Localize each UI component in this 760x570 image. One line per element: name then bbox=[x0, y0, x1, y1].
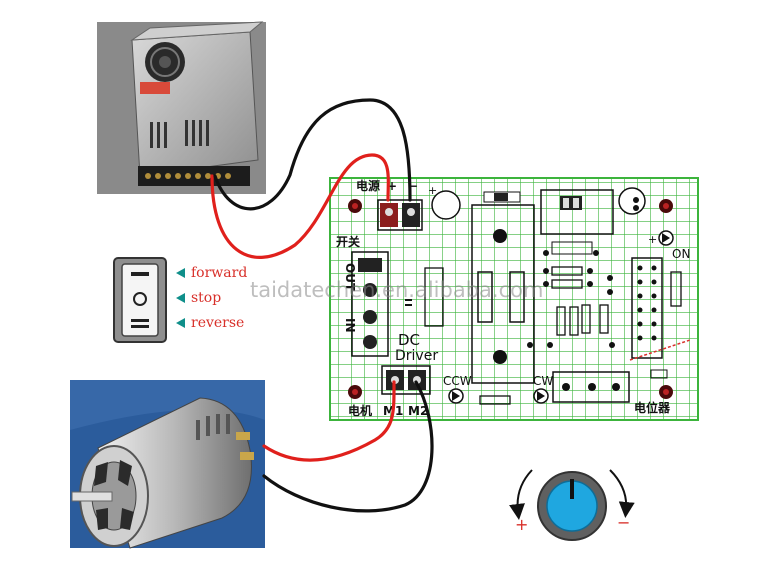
motor-shaft bbox=[71, 491, 113, 502]
led-icon bbox=[658, 230, 674, 246]
pot-label: 电位器 bbox=[634, 400, 671, 415]
arrow-left-icon bbox=[176, 318, 185, 328]
motor-label: 电机 bbox=[348, 403, 372, 418]
led-icon bbox=[533, 388, 549, 404]
led-icon bbox=[448, 388, 464, 404]
dc-motor bbox=[70, 380, 265, 549]
driver-label: Driver bbox=[395, 348, 438, 364]
arrow-left-icon bbox=[176, 293, 185, 303]
arrow-left-icon bbox=[176, 268, 185, 278]
power-label: 电源 bbox=[356, 178, 380, 193]
in-label: IN bbox=[343, 318, 357, 333]
ic-chip bbox=[631, 257, 663, 359]
rocker-switch bbox=[113, 257, 167, 343]
knob-minus-label: − bbox=[617, 513, 630, 532]
power-supply bbox=[97, 21, 266, 194]
mounting-hole bbox=[348, 199, 673, 399]
power-terminal bbox=[377, 199, 423, 231]
switch-label: 开关 bbox=[336, 234, 360, 249]
arrow-cw-icon bbox=[609, 469, 635, 518]
dc-label: DC bbox=[398, 331, 420, 349]
on-label: ON bbox=[672, 247, 690, 261]
arrow-ccw-icon bbox=[509, 469, 533, 520]
cw-label: CW bbox=[533, 374, 553, 388]
switch-position-list: forward stop reverse bbox=[176, 265, 247, 331]
wire-red-power bbox=[210, 153, 390, 259]
wires bbox=[210, 98, 434, 513]
wire-red-motor bbox=[262, 380, 396, 462]
speed-knob: + − bbox=[509, 469, 635, 541]
power-minus-label: − bbox=[408, 179, 418, 193]
forward-label: forward bbox=[191, 265, 247, 281]
circuit-board: 电源 + − 开关 OUT IN DC Driver CCW CW ON 电机 … bbox=[329, 177, 699, 421]
ccw-label: CCW bbox=[443, 374, 472, 388]
m2-label: M2 bbox=[408, 404, 428, 418]
pot-terminal bbox=[552, 371, 630, 403]
knob-plus-label: + bbox=[515, 515, 528, 534]
capacitor-icon bbox=[618, 187, 646, 215]
out-label: OUT bbox=[343, 263, 357, 292]
stop-label: stop bbox=[191, 290, 221, 306]
resistor-group bbox=[424, 266, 682, 405]
watermark: taidatechen.en.alibaba.com bbox=[250, 278, 543, 302]
knob-pointer bbox=[570, 479, 574, 499]
wire-black-power bbox=[213, 98, 412, 211]
capacitor-icon bbox=[431, 190, 461, 220]
terminal-block bbox=[138, 166, 250, 186]
driver-module-outline bbox=[471, 204, 535, 384]
reverse-label: reverse bbox=[191, 315, 244, 331]
cap-plus-label: + bbox=[428, 184, 437, 197]
switch-terminal bbox=[351, 251, 389, 357]
wire-black-motor bbox=[262, 380, 434, 513]
led-plus-label: + bbox=[648, 233, 657, 246]
power-plus-label: + bbox=[387, 179, 397, 193]
